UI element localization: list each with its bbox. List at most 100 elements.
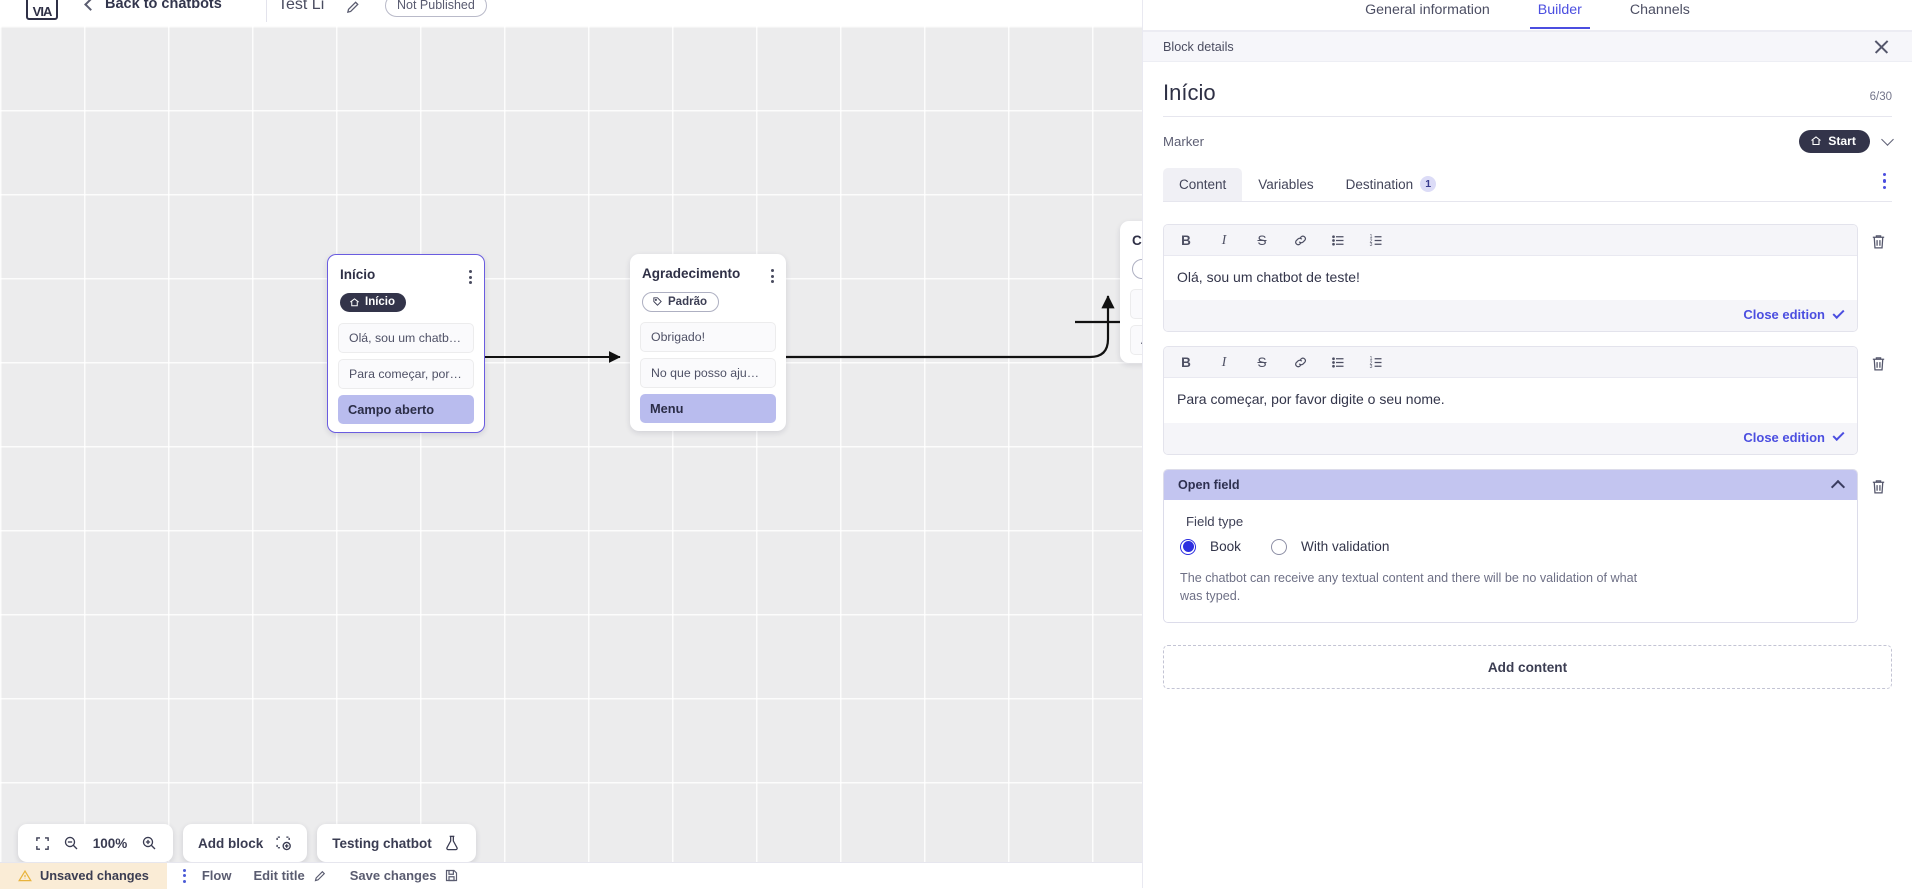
panel-header: Block details <box>1143 32 1912 62</box>
close-edition-button[interactable]: Close edition <box>1743 307 1844 322</box>
bold-icon[interactable]: B <box>1177 231 1195 249</box>
link-icon[interactable] <box>1291 353 1309 371</box>
link-icon[interactable] <box>1291 231 1309 249</box>
content-item-open-field: Open field Field type Book With validati… <box>1163 469 1892 624</box>
marker-row: Marker Start <box>1163 117 1892 167</box>
close-edition-label: Close edition <box>1743 307 1825 322</box>
bullet-list-icon[interactable] <box>1329 231 1347 249</box>
svg-text:3: 3 <box>1369 364 1372 370</box>
close-edition-button[interactable]: Close edition <box>1743 430 1844 445</box>
rich-text-editor[interactable]: B I S <box>1163 224 1858 332</box>
node-row-action[interactable]: Menu <box>640 394 776 423</box>
node-badge-label: Início <box>365 296 395 308</box>
editor-text[interactable]: Para começar, por favor digite o seu nom… <box>1164 378 1464 422</box>
status-kebab-icon[interactable] <box>167 869 202 883</box>
unsaved-changes-indicator: Unsaved changes <box>0 863 167 889</box>
delete-content-icon[interactable] <box>1870 346 1892 378</box>
tab-destination-label: Destination <box>1346 177 1414 192</box>
block-title-row: Início 6/30 <box>1163 62 1892 116</box>
editor-toolbar: B I S <box>1164 347 1857 378</box>
add-block-label: Add block <box>198 836 263 851</box>
tab-content[interactable]: Content <box>1163 168 1242 201</box>
check-icon <box>1832 307 1844 319</box>
open-field-card[interactable]: Open field Field type Book With validati… <box>1163 469 1858 624</box>
pencil-icon <box>313 868 328 883</box>
panel-tabs-kebab-icon[interactable] <box>1877 173 1892 201</box>
tab-destination[interactable]: Destination 1 <box>1330 167 1453 201</box>
delete-content-icon[interactable] <box>1870 224 1892 256</box>
close-icon[interactable] <box>1873 38 1890 55</box>
editor-text[interactable]: Olá, sou um chatbot de teste! <box>1164 256 1857 300</box>
save-disk-icon <box>444 868 459 883</box>
flow-node-inicio[interactable]: Início Início Olá, sou um chatbot de tes… <box>327 254 485 433</box>
editor-toolbar: B I S <box>1164 225 1857 256</box>
marker-value-pill[interactable]: Start <box>1799 130 1870 153</box>
open-field-help-text: The chatbot can receive any textual cont… <box>1180 569 1660 607</box>
flask-icon <box>443 834 461 852</box>
logo-text: VIA <box>33 6 52 18</box>
editor-footer: Close edition <box>1164 423 1857 454</box>
flow-node-agradecimento[interactable]: Agradecimento Padrão Obrigado! No que po… <box>630 254 786 431</box>
node-row-message[interactable]: Olá, sou um chatbot de teste! <box>338 323 474 353</box>
canvas-toolbar: 100% Add block Testing chatbot <box>18 824 476 862</box>
flow-button[interactable]: Flow <box>202 868 254 883</box>
editor-footer: Close edition <box>1164 300 1857 331</box>
flow-label: Flow <box>202 868 232 883</box>
back-to-chatbots-button[interactable]: Back to chatbots <box>86 0 222 12</box>
radio-book-label[interactable]: Book <box>1210 539 1241 554</box>
app-logo[interactable]: VIA <box>26 0 58 20</box>
node-menu-kebab-icon[interactable] <box>469 267 472 284</box>
tab-variables[interactable]: Variables <box>1242 168 1329 201</box>
zoom-controls: 100% <box>18 824 173 862</box>
panel-header-label: Block details <box>1163 40 1234 54</box>
save-changes-button[interactable]: Save changes <box>350 868 482 883</box>
edit-name-pencil-icon[interactable] <box>345 0 362 20</box>
numbered-list-icon[interactable]: 1 2 3 <box>1367 231 1385 249</box>
marker-value-label: Start <box>1828 134 1856 148</box>
edit-title-label: Edit title <box>253 868 304 883</box>
node-row-message[interactable]: Obrigado! <box>640 322 776 352</box>
publish-status-badge: Not Published <box>385 0 487 17</box>
radio-book[interactable] <box>1180 539 1196 555</box>
node-row-message[interactable]: No que posso ajudar, <? $name ... <box>640 358 776 388</box>
tab-builder[interactable]: Builder <box>1536 2 1584 27</box>
node-menu-kebab-icon[interactable] <box>771 266 774 283</box>
edit-title-button[interactable]: Edit title <box>253 868 349 883</box>
node-badge-label: Padrão <box>668 296 707 308</box>
numbered-list-icon[interactable]: 1 2 3 <box>1367 353 1385 371</box>
bold-icon[interactable]: B <box>1177 353 1195 371</box>
open-field-title: Open field <box>1178 478 1240 492</box>
delete-open-field-icon[interactable] <box>1870 469 1892 501</box>
add-content-button[interactable]: Add content <box>1163 645 1892 689</box>
fit-screen-icon[interactable] <box>33 834 51 852</box>
zoom-out-icon[interactable] <box>62 834 80 852</box>
panel-body: Início 6/30 Marker Start Content Varia <box>1143 62 1912 888</box>
rich-text-editor[interactable]: B I S <box>1163 346 1858 454</box>
italic-icon[interactable]: I <box>1215 231 1233 249</box>
open-field-header[interactable]: Open field <box>1164 470 1857 500</box>
bullet-list-icon[interactable] <box>1329 353 1347 371</box>
node-header: Início <box>328 265 484 284</box>
tag-icon <box>652 296 663 307</box>
zoom-in-icon[interactable] <box>140 834 158 852</box>
tab-general-information[interactable]: General information <box>1363 2 1492 27</box>
chevron-left-icon <box>84 0 97 10</box>
unsaved-label: Unsaved changes <box>40 868 149 883</box>
radio-with-validation-label[interactable]: With validation <box>1301 539 1389 554</box>
strikethrough-icon[interactable]: S <box>1253 353 1271 371</box>
node-rows: Olá, sou um chatbot de teste! Para começ… <box>328 323 484 424</box>
marker-label: Marker <box>1163 134 1204 149</box>
testing-chatbot-button[interactable]: Testing chatbot <box>317 824 476 862</box>
field-type-radios: Book With validation <box>1180 529 1841 569</box>
radio-with-validation[interactable] <box>1271 539 1287 555</box>
add-block-button[interactable]: Add block <box>183 824 307 862</box>
node-row-action[interactable]: Campo aberto <box>338 395 474 424</box>
strikethrough-icon[interactable]: S <box>1253 231 1271 249</box>
open-field-body: Field type Book With validation The chat… <box>1164 500 1857 623</box>
italic-icon[interactable]: I <box>1215 353 1233 371</box>
chevron-down-icon[interactable] <box>1881 133 1894 146</box>
tab-channels[interactable]: Channels <box>1628 2 1692 27</box>
chevron-up-icon[interactable] <box>1831 480 1845 494</box>
topbar-divider <box>266 0 267 22</box>
node-row-message[interactable]: Para começar, por favor digite o ... <box>338 359 474 389</box>
